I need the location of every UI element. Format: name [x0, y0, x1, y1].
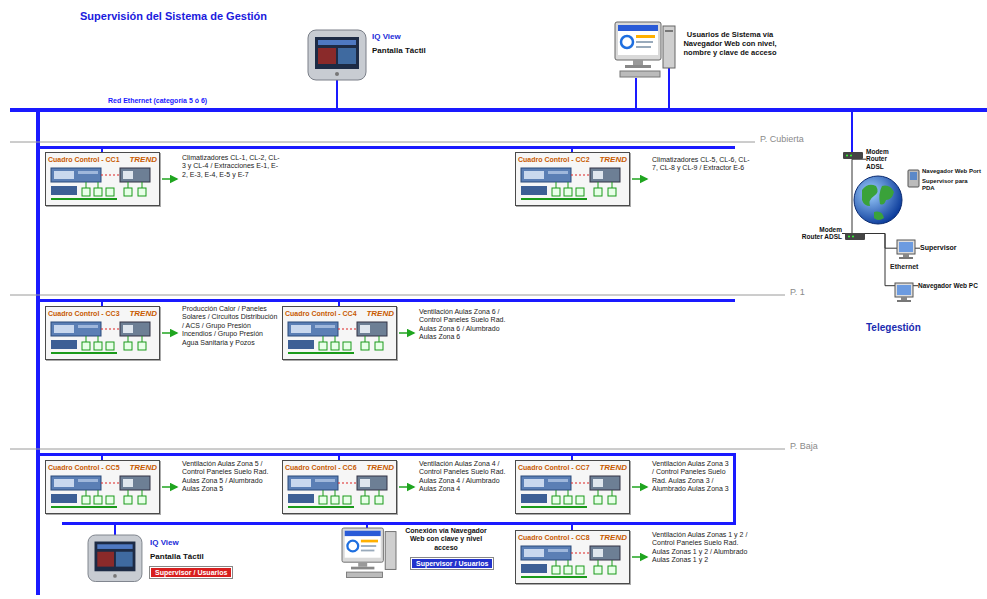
controller-box: Cuadro Control - CC6 TREND	[282, 460, 397, 514]
controller-box: Cuadro Control - CC7 TREND	[515, 460, 630, 514]
controller-header: Cuadro Control - CC5 TREND	[48, 462, 157, 473]
node-text: Usuarios de Sistema vía Navegador Web co…	[680, 30, 780, 57]
floor-label: P. Cubierta	[760, 134, 804, 145]
controller-box: Cuadro Control - CC3 TREND	[45, 306, 160, 360]
node-text: IQ View	[150, 538, 250, 547]
controller-box: Cuadro Control - CC1 TREND	[45, 152, 160, 206]
node-text: Supervisor para PDA	[922, 178, 982, 192]
controller-symbol	[48, 473, 157, 513]
controller-symbol-use	[51, 168, 150, 200]
controller-name: Cuadro Control - CC7	[518, 462, 590, 473]
section-label: Telegestión	[866, 322, 921, 334]
floor-line	[10, 142, 785, 449]
brand-logo: TREND	[599, 532, 627, 543]
green-arrow	[162, 179, 647, 557]
controller-header: Cuadro Control - CC2 TREND	[518, 154, 627, 165]
connector-line	[842, 234, 918, 286]
node-text: Modem Router ADSL	[866, 148, 902, 170]
brand-logo: TREND	[599, 462, 627, 473]
role-tag: Supervisor / Usuarios	[150, 567, 232, 578]
ethernet-bus	[10, 108, 987, 595]
controller-name: Cuadro Control - CC5	[48, 462, 120, 473]
controller-name: Cuadro Control - CC2	[518, 154, 590, 165]
touch-screen-icon	[88, 535, 142, 582]
brand-logo: TREND	[366, 308, 394, 319]
controller-symbol	[48, 319, 157, 359]
controller-box: Cuadro Control - CC2 TREND	[515, 152, 630, 206]
device-node: Navegador Web PortSupervisor para PDA	[922, 168, 982, 195]
web-computer-icon	[615, 22, 675, 77]
device-node: Modem Router ADSL	[866, 148, 902, 170]
controller-symbol-use	[288, 322, 387, 354]
device-node: Usuarios de Sistema vía Navegador Web co…	[680, 30, 780, 57]
node-text: Navegador Web Port	[922, 168, 982, 175]
controller-symbol-use	[51, 322, 150, 354]
node-text: IQ View	[372, 32, 452, 41]
controller-header: Cuadro Control - CC1 TREND	[48, 154, 157, 165]
controller-name: Cuadro Control - CC6	[285, 462, 357, 473]
node-text: Pantalla Táctil	[372, 46, 452, 55]
device-node: Navegador Web PC	[918, 282, 980, 289]
controller-symbol	[518, 165, 627, 205]
floor-label: P. 1	[790, 287, 805, 298]
node-text: Supervisor	[920, 244, 975, 252]
device-node: IQ ViewPantalla TáctilSupervisor / Usuar…	[150, 538, 250, 579]
function-note: Ventilación Aulas Zona 3 / Control Panel…	[652, 460, 730, 494]
device-node: IQ ViewPantalla Táctil	[372, 32, 452, 55]
role-tag: Supervisor / Usuarios	[411, 558, 493, 569]
function-note: Ventilación Aulas Zonas 1 y 2 / Control …	[652, 531, 752, 565]
controller-box: Cuadro Control - CC8 TREND	[515, 530, 630, 584]
brand-logo: TREND	[129, 154, 157, 165]
pda-icon	[908, 170, 919, 187]
controller-symbol	[518, 473, 627, 513]
network-label: Red Ethernet (categoría 5 ó 6)	[108, 97, 207, 105]
brand-logo: TREND	[366, 462, 394, 473]
controller-name: Cuadro Control - CC8	[518, 532, 590, 543]
node-text: Pantalla Táctil	[150, 552, 250, 561]
device-node: Conexión vía Navegador Web con clave y n…	[405, 527, 487, 570]
connector-label: Ethernet	[889, 263, 919, 270]
controller-symbol-use	[521, 546, 620, 578]
device-node: Modem Router ADSL	[800, 226, 842, 241]
function-note: Producción Calor / Paneles Solares / Cir…	[182, 305, 279, 347]
function-note: Climatizadores CL-1, CL-2, CL-3 y CL-4 /…	[182, 154, 280, 179]
node-text: Modem Router ADSL	[800, 226, 842, 241]
floor-label: P. Baja	[790, 441, 818, 452]
node-text: Conexión vía Navegador Web con clave y n…	[405, 527, 487, 552]
controller-symbol-use	[521, 476, 620, 508]
controller-name: Cuadro Control - CC4	[285, 308, 357, 319]
controller-header: Cuadro Control - CC6 TREND	[285, 462, 394, 473]
function-note: Ventilación Aulas Zona 5 / Control Panel…	[182, 460, 279, 494]
drop-wire	[102, 68, 669, 535]
node-text: Navegador Web PC	[918, 282, 980, 289]
controller-symbol	[518, 543, 627, 583]
touch-screen-icon	[308, 30, 366, 80]
controller-header: Cuadro Control - CC8 TREND	[518, 532, 627, 543]
brand-logo: TREND	[129, 308, 157, 319]
controller-symbol	[285, 319, 394, 359]
diagram-title: Supervisión del Sistema de Gestión	[80, 10, 267, 22]
web-computer-icon	[342, 528, 396, 578]
controller-symbol-use	[521, 168, 620, 200]
brand-logo: TREND	[129, 462, 157, 473]
controller-symbol	[48, 165, 157, 205]
controller-box: Cuadro Control - CC4 TREND	[282, 306, 397, 360]
controller-header: Cuadro Control - CC3 TREND	[48, 308, 157, 319]
device-node: Supervisor	[920, 244, 975, 252]
controller-symbol	[285, 473, 394, 513]
controller-symbol-use	[51, 476, 150, 508]
controller-header: Cuadro Control - CC7 TREND	[518, 462, 627, 473]
controller-box: Cuadro Control - CC5 TREND	[45, 460, 160, 514]
pc-icon	[895, 240, 915, 302]
brand-logo: TREND	[599, 154, 627, 165]
controller-header: Cuadro Control - CC4 TREND	[285, 308, 394, 319]
function-note: Climatizadores CL-5, CL-6, CL-7, CL-8 y …	[652, 156, 752, 173]
internet-globe	[854, 176, 902, 224]
function-note: Ventilación Aulas Zona 4 / Control Panel…	[419, 460, 514, 494]
function-note: Ventilación Aulas Zona 6 / Control Panel…	[419, 308, 514, 342]
controller-name: Cuadro Control - CC3	[48, 308, 120, 319]
controller-symbol-use	[288, 476, 387, 508]
controller-name: Cuadro Control - CC1	[48, 154, 120, 165]
